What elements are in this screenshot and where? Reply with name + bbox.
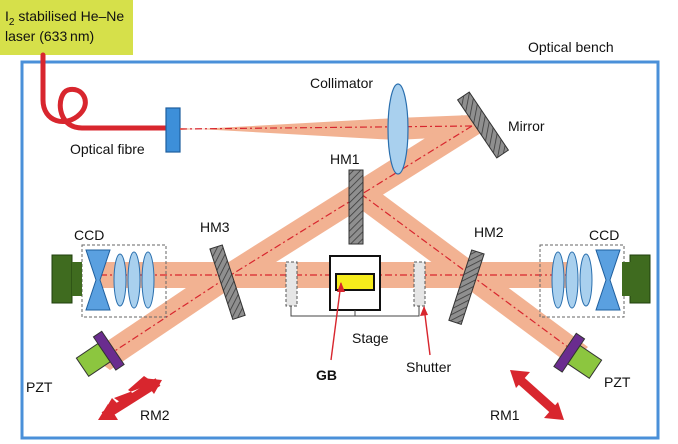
ccd-right-lens-concave xyxy=(595,249,621,311)
gauge-block xyxy=(335,273,375,291)
pzt-right-actuator xyxy=(567,344,603,380)
ccd-right-label: CCD xyxy=(589,227,619,243)
optical-bench-label: Optical bench xyxy=(528,39,614,55)
gb-pointer xyxy=(330,282,342,361)
rm2-arrow xyxy=(98,376,162,420)
mirror xyxy=(456,91,510,159)
ccd-left xyxy=(51,244,167,318)
collimator-label: Collimator xyxy=(310,75,373,91)
ccd-left-label: CCD xyxy=(74,227,104,243)
ccd-left-lens-2 xyxy=(127,251,141,309)
ccd-left-lens-3 xyxy=(141,251,155,309)
gb-label: GB xyxy=(316,367,337,383)
ccd-left-lens-concave xyxy=(85,249,111,311)
mirror-label: Mirror xyxy=(508,118,545,134)
hm3-label: HM3 xyxy=(200,219,230,235)
optical-bench-frame xyxy=(20,60,660,440)
hm1-label: HM1 xyxy=(330,151,360,167)
optical-fibre-label: Optical fibre xyxy=(70,141,145,157)
laser-label-line1: I2 stabilised He–Ne xyxy=(5,8,124,28)
pzt-right xyxy=(553,332,603,380)
ccd-left-sensor xyxy=(51,254,73,304)
shutter-right xyxy=(413,261,426,307)
hm2-label: HM2 xyxy=(474,224,504,240)
rm1-arrow xyxy=(510,370,564,420)
laser-box xyxy=(0,0,133,55)
half-mirror-hm2 xyxy=(448,249,485,325)
ccd-right xyxy=(539,244,651,318)
rm2-label: RM2 xyxy=(140,407,170,423)
ccd-right-lens-1 xyxy=(551,251,565,309)
shutter-label: Shutter xyxy=(406,359,451,375)
half-mirror-hm1 xyxy=(348,169,364,245)
ccd-right-sensor xyxy=(629,254,651,304)
half-mirror-hm3 xyxy=(209,244,246,320)
collimator-lens xyxy=(387,83,409,175)
optical-fibre xyxy=(40,52,171,131)
shutter-left xyxy=(285,261,298,307)
ccd-left-lens-1 xyxy=(113,253,127,307)
ccd-right-lens-2 xyxy=(565,251,579,309)
rm1-label: RM1 xyxy=(490,407,520,423)
ccd-right-lens-3 xyxy=(579,253,593,307)
pzt-left xyxy=(75,330,125,378)
stage-label: Stage xyxy=(352,330,389,346)
rm2-mirror xyxy=(92,330,125,371)
pzt-right-label: PZT xyxy=(604,374,631,390)
fibre-connector xyxy=(165,107,181,153)
laser-label-line2: laser (633 nm) xyxy=(5,28,94,44)
pzt-left-label: PZT xyxy=(26,379,53,395)
